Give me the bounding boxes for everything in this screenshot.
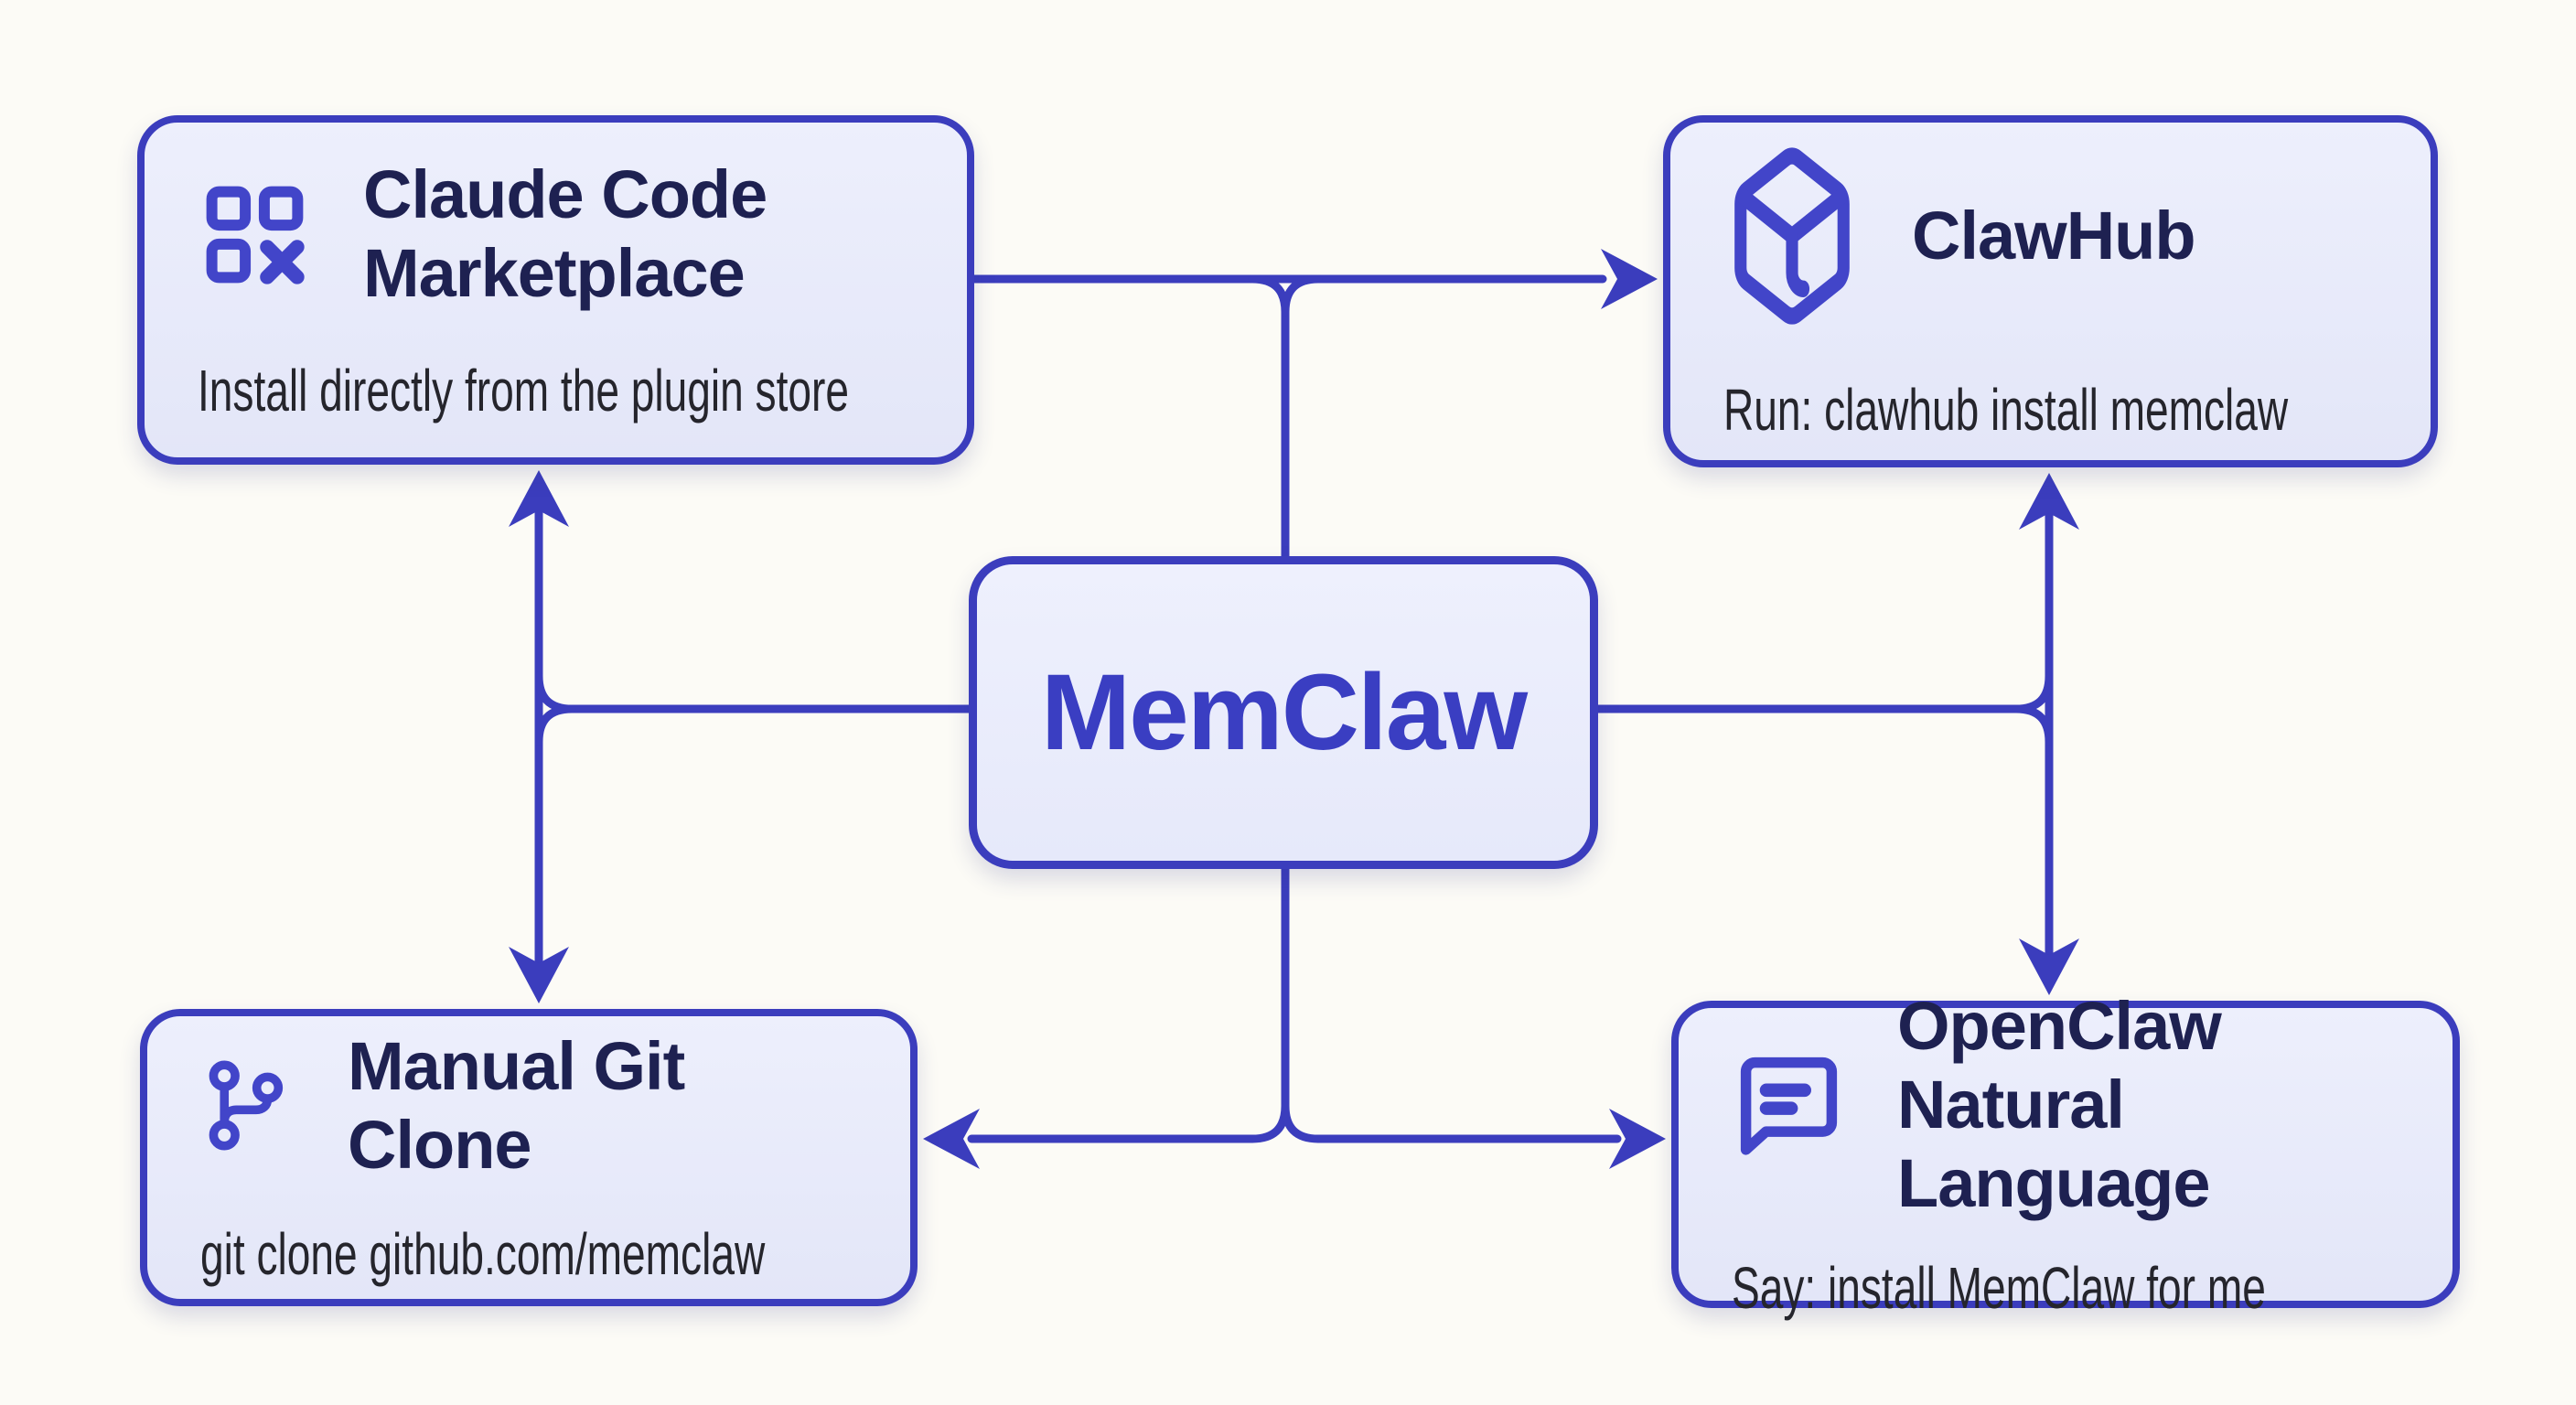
node-claude-code-marketplace: Claude Code Marketplace Install directly… (137, 115, 974, 465)
connector-right-branch-fillet (2012, 704, 2054, 746)
grid-x-icon (206, 186, 305, 284)
connector-bottom (923, 863, 1666, 1169)
node-clawhub: ClawHub Run: clawhub install memclaw (1663, 115, 2438, 467)
node-header: Claude Code Marketplace (198, 156, 914, 313)
connector-bottom-left (967, 863, 1290, 1143)
arrowhead-into-git-right (923, 1109, 980, 1169)
connector-left-branch-fillet (534, 704, 576, 746)
node-memclaw: MemClaw (969, 556, 1598, 869)
arrowhead-into-marketplace (509, 470, 569, 527)
node-header: OpenClaw Natural Language (1732, 987, 2399, 1222)
connector-right (1592, 473, 2079, 995)
connector-left-branch (534, 671, 977, 713)
connector-right-branch (1592, 671, 2054, 713)
node-header: ClawHub (1723, 140, 2377, 332)
connector-left (509, 470, 977, 1003)
node-header: Manual Git Clone (200, 1027, 857, 1185)
package-icon (1734, 146, 1850, 325)
node-title: OpenClaw Natural Language (1897, 988, 2222, 1221)
arrowhead-into-clawhub-bottom (2019, 473, 2079, 530)
git-branch-icon (209, 1060, 284, 1151)
node-subtitle: Install directly from the plugin store (198, 357, 849, 424)
arrowhead-into-clawhub (1601, 249, 1658, 309)
connector-top (970, 249, 1658, 564)
node-title: ClawHub (1912, 197, 2196, 273)
node-title: Claude Code Marketplace (363, 156, 767, 311)
node-manual-git-clone: Manual Git Clone git clone github.com/me… (140, 1009, 918, 1306)
connector-bottom-right (1281, 1101, 1622, 1143)
node-subtitle: Say: install MemClaw for me (1732, 1254, 2266, 1321)
connector-top-branch-fillet (1281, 274, 1323, 316)
arrowhead-into-openclaw-top (2019, 938, 2079, 995)
node-subtitle: Run: clawhub install memclaw (1723, 376, 2289, 443)
node-subtitle: git clone github.com/memclaw (200, 1221, 766, 1288)
connector-top-branch (1248, 274, 1290, 564)
arrowhead-into-git (509, 947, 569, 1003)
node-title: Manual Git Clone (348, 1027, 685, 1183)
center-title: MemClaw (1040, 652, 1528, 773)
message-square-icon (1740, 1056, 1838, 1155)
arrowhead-into-openclaw-left (1609, 1109, 1666, 1169)
node-openclaw-natural-language: OpenClaw Natural Language Say: install M… (1671, 988, 2460, 1321)
